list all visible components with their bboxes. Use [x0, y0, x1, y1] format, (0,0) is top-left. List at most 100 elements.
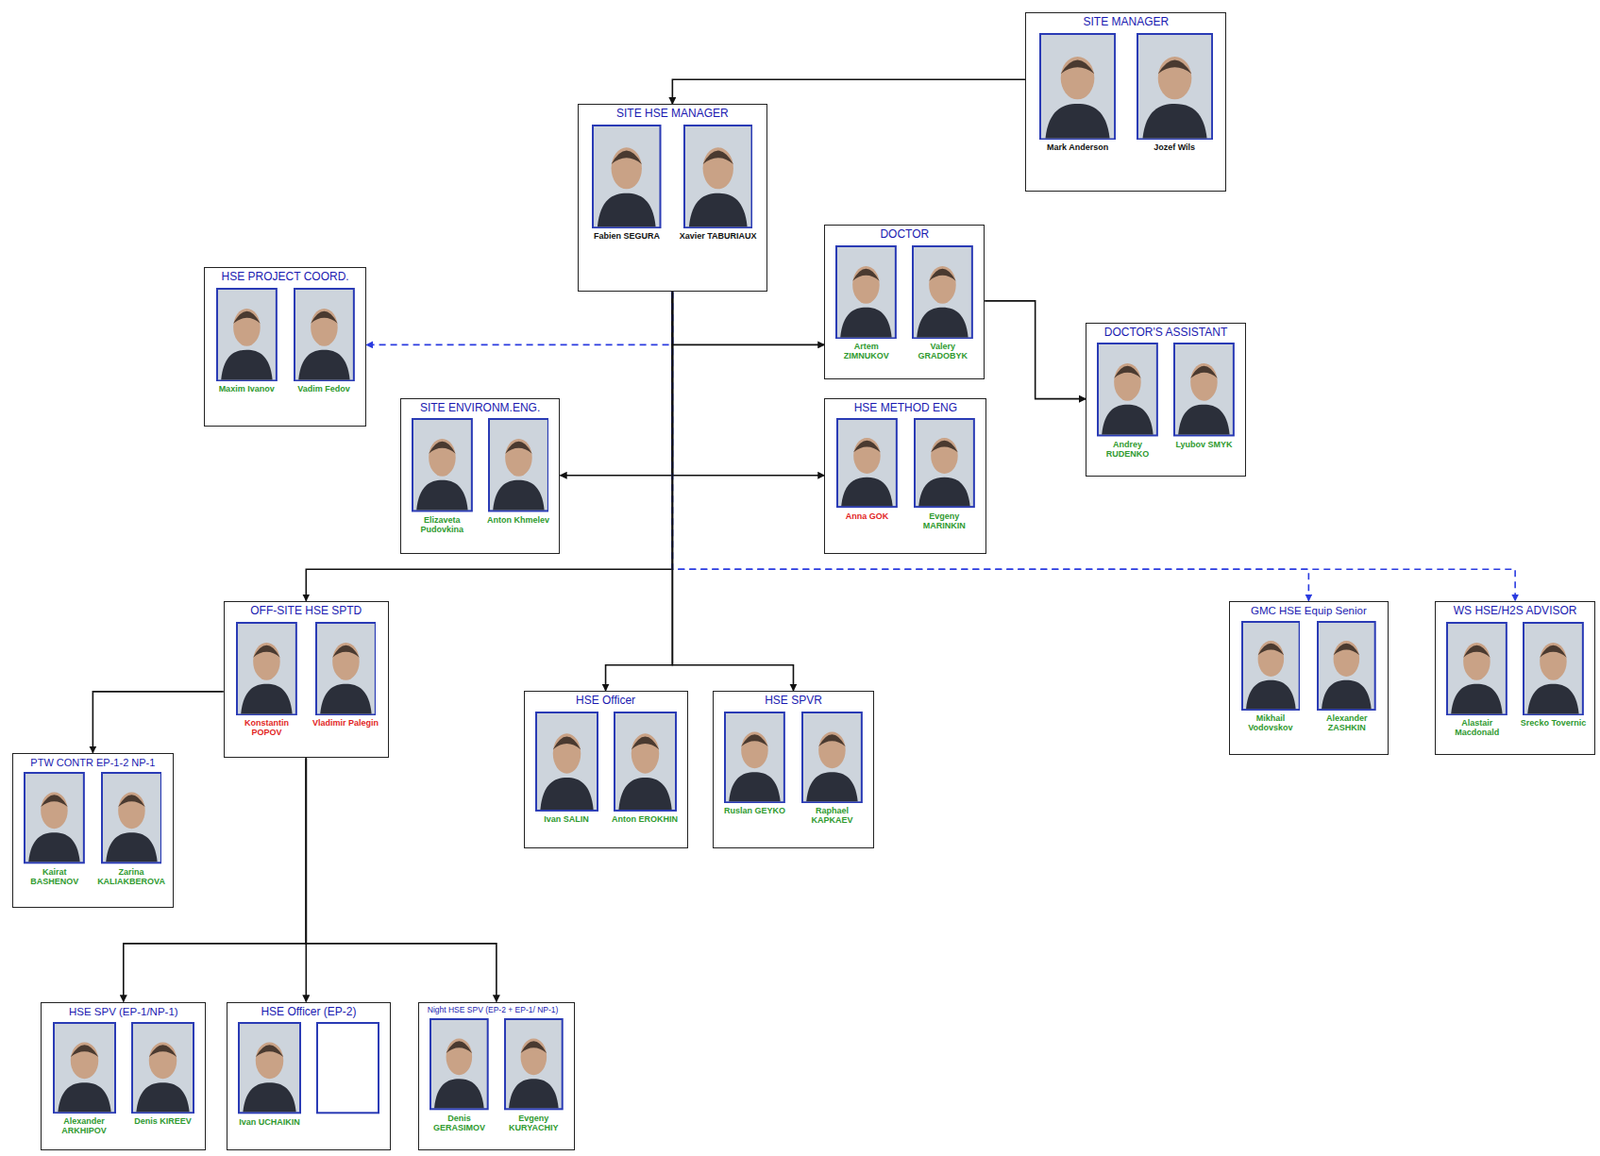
- person-name: Artem ZIMNUKOV: [830, 341, 902, 362]
- photo-frame: [724, 711, 786, 804]
- photo-row: Alastair Macdonald Srecko Tovernic: [1441, 622, 1589, 739]
- photo-row: Ruslan GEYKORaphael KAPKAEV: [719, 711, 869, 826]
- person-slot: Anna GOK: [831, 418, 903, 531]
- role-title: OFF-SITE HSE SPTD: [230, 605, 383, 619]
- person-slot: Zarina KALIAKBEROVA: [96, 772, 168, 887]
- person-slot: Evgeny KURYACHIY: [499, 1018, 569, 1133]
- photo-frame: [1173, 342, 1235, 437]
- photo-frame: [613, 711, 677, 812]
- org-box: SITE MANAGER Mark AndersonJozef Wils: [1025, 12, 1227, 192]
- photo-frame: [911, 245, 974, 339]
- photo-frame: [488, 418, 550, 512]
- connector: [366, 291, 673, 345]
- photo-frame: [216, 287, 278, 382]
- photo-frame: [1241, 621, 1301, 711]
- photo-row: Kairat BASHENOV Zarina KALIAKBEROVA: [18, 772, 168, 887]
- person-slot: Lyubov SMYK: [1168, 342, 1240, 459]
- role-title: GMC HSE Equip Senior: [1235, 605, 1383, 618]
- role-title: SITE MANAGER: [1031, 16, 1220, 30]
- photo-frame: [237, 1022, 302, 1114]
- person-slot: Valery GRADOBYK: [907, 245, 978, 362]
- photo-frame: [683, 124, 754, 229]
- connector: [672, 291, 1516, 602]
- org-box: OFF-SITE HSE SPTD Konstantin POPOV Vladimi…: [223, 601, 389, 758]
- role-title: WS HSE/H2S ADVISOR: [1441, 605, 1589, 619]
- person-name: Denis GERASIMOV: [424, 1113, 494, 1134]
- photo-row: Fabien SEGURAXavier TABURIAUX: [584, 124, 761, 242]
- photo-frame: [101, 772, 163, 864]
- connector: [672, 291, 825, 345]
- org-box: SITE ENVIRONM.ENG. Elizaveta PudovkinaAnt…: [400, 398, 561, 555]
- connector: [672, 79, 1026, 104]
- photo-frame: [535, 711, 599, 812]
- person-name: Ivan SALIN: [543, 814, 590, 825]
- org-box: WS HSE/H2S ADVISOR Alastair Macdonald Srec…: [1434, 601, 1596, 756]
- person-name: Kairat BASHENOV: [18, 867, 90, 888]
- photo-frame: [131, 1022, 195, 1114]
- photo-frame: [235, 622, 298, 716]
- role-title: DOCTOR'S ASSISTANT: [1092, 326, 1240, 340]
- person-slot: Denis GERASIMOV: [424, 1018, 494, 1133]
- photo-frame: [591, 124, 662, 229]
- person-name: Konstantin POPOV: [231, 718, 303, 739]
- person-name: Jozef Wils: [1153, 142, 1196, 152]
- photo-frame: [1039, 33, 1116, 141]
- photo-frame: [836, 418, 898, 508]
- person-slot: Mark Anderson: [1034, 33, 1121, 153]
- person-name: Vladimir Palegin: [312, 718, 379, 728]
- org-box: DOCTOR'S ASSISTANT Andrey RUDENKOLyubov S…: [1085, 322, 1247, 477]
- photo-row: Maxim Ivanov Vadim Fedov: [210, 287, 360, 395]
- photo-row: Ivan UCHAIKIN: [233, 1022, 385, 1128]
- person-name: Srecko Tovernic: [1520, 718, 1586, 728]
- photo-frame: [52, 1022, 117, 1114]
- person-name: Zarina KALIAKBEROVA: [96, 867, 168, 888]
- connector: [672, 291, 1309, 602]
- org-box: HSE SPVRRuslan GEYKORaphael KAPKAEV: [712, 690, 876, 850]
- person-slot: Vladimir Palegin: [310, 622, 382, 739]
- photo-frame: [801, 711, 863, 804]
- person-slot: Elizaveta Pudovkina: [406, 418, 478, 535]
- role-title: HSE PROJECT COORD.: [210, 270, 360, 285]
- person-slot: [311, 1022, 385, 1128]
- person-slot: Kairat BASHENOV: [18, 772, 90, 887]
- org-box: HSE OfficerIvan SALINAnton EROKHIN: [523, 690, 689, 850]
- person-name: Maxim Ivanov: [218, 384, 275, 394]
- connector: [672, 291, 825, 476]
- org-box: DOCTORArtem ZIMNUKOVValery GRADOBYK: [824, 224, 985, 380]
- person-slot: Ivan UCHAIKIN: [233, 1022, 306, 1128]
- person-slot: Maxim Ivanov: [211, 287, 283, 395]
- photo-frame: [293, 287, 355, 382]
- org-box: SITE HSE MANAGER Fabien SEGURAXavier TABU…: [577, 103, 768, 292]
- person-slot: Konstantin POPOV: [231, 622, 303, 739]
- photo-frame: [1136, 33, 1213, 141]
- person-name: Alexander ARKHIPOV: [48, 1116, 121, 1137]
- connector: [984, 301, 1086, 400]
- person-slot: Andrey RUDENKO: [1092, 342, 1163, 459]
- person-name: Andrey RUDENKO: [1092, 439, 1163, 460]
- role-title: Night HSE SPV (EP-2 + EP-1/ NP-1): [424, 1006, 561, 1016]
- role-title: HSE Officer (EP-2): [233, 1006, 385, 1020]
- person-name: Evgeny MARINKIN: [909, 511, 980, 532]
- person-name: Vadim Fedov: [297, 384, 351, 394]
- photo-frame: [23, 772, 85, 864]
- role-title: SITE HSE MANAGER: [584, 107, 761, 121]
- role-title: SITE ENVIRONM.ENG.: [406, 402, 555, 416]
- person-name: Raphael KAPKAEV: [796, 806, 868, 826]
- person-name: Ivan UCHAIKIN: [238, 1117, 301, 1128]
- connector: [305, 757, 497, 1002]
- person-slot: Mikhail Vodovskov: [1236, 621, 1306, 734]
- person-name: Xavier TABURIAUX: [679, 231, 758, 241]
- person-name: Elizaveta Pudovkina: [406, 515, 478, 536]
- person-slot: Ivan SALIN: [530, 711, 604, 825]
- person-slot: Anton Khmelev: [483, 418, 555, 535]
- person-slot: Vadim Fedov: [288, 287, 360, 395]
- person-name: Anton EROKHIN: [611, 814, 678, 825]
- org-box: HSE Officer (EP-2) Ivan UCHAIKIN: [226, 1002, 391, 1152]
- person-name: Alexander ZASHKIN: [1312, 713, 1382, 734]
- photo-row: Denis GERASIMOVEvgeny KURYACHIY: [424, 1018, 568, 1133]
- person-name: Alastair Macdonald: [1441, 718, 1513, 739]
- photo-row: Konstantin POPOV Vladimir Palegin: [230, 622, 383, 739]
- person-slot: Evgeny MARINKIN: [909, 418, 980, 531]
